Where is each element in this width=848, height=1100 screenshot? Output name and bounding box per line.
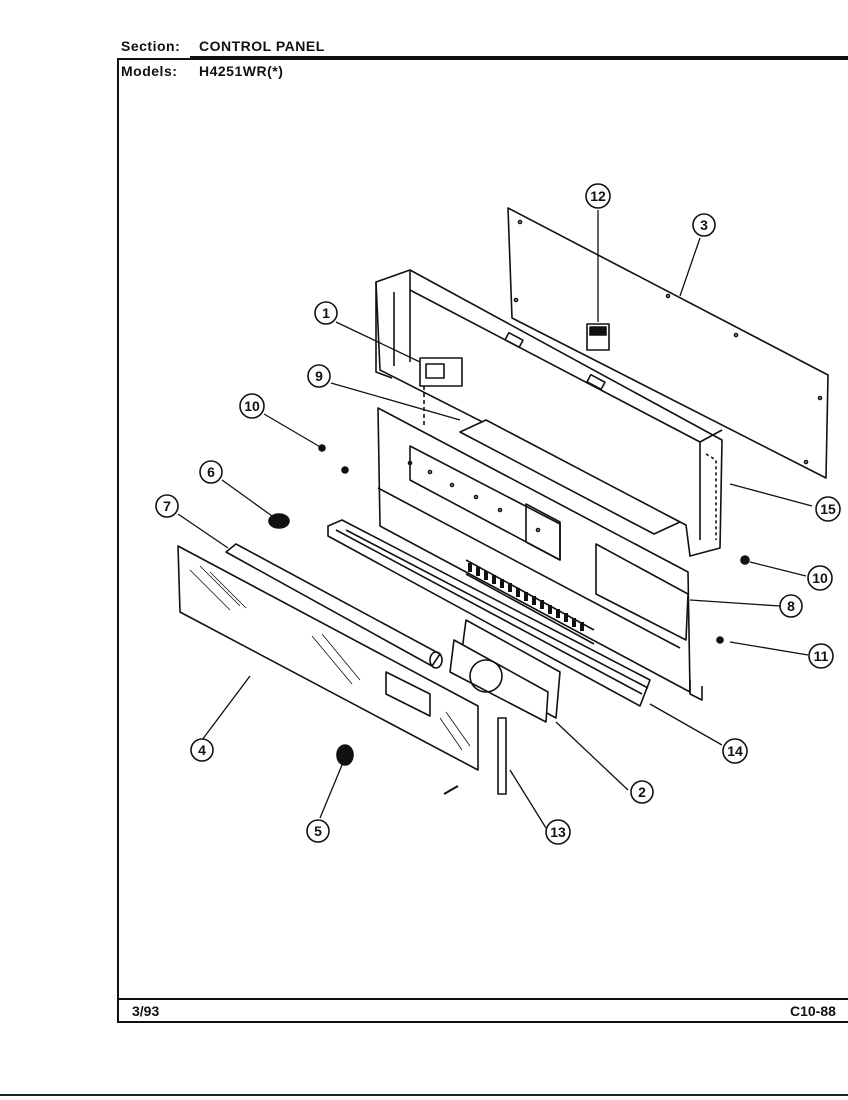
callout-9: 9	[307, 364, 331, 388]
svg-text:2: 2	[638, 784, 646, 800]
svg-text:9: 9	[315, 368, 323, 384]
models-value: H4251WR(*)	[199, 63, 284, 79]
callout-10a: 10	[239, 393, 265, 419]
svg-text:3: 3	[700, 217, 708, 233]
knob-cap	[268, 513, 290, 529]
footer-rule	[117, 998, 848, 1000]
svg-text:10: 10	[244, 398, 260, 414]
svg-text:10: 10	[812, 570, 828, 586]
section-label: Section:	[121, 38, 181, 54]
models-label: Models:	[121, 63, 178, 79]
callout-14: 14	[722, 738, 748, 764]
trim-strip	[327, 519, 651, 707]
callout-4: 4	[190, 738, 214, 762]
models-line: Models: H4251WR(*)	[121, 63, 283, 79]
callout-8: 8	[779, 594, 803, 618]
callout-12: 12	[585, 183, 611, 209]
svg-text:1: 1	[322, 305, 330, 321]
callout-13: 13	[545, 819, 571, 845]
callout-15: 15	[815, 496, 841, 522]
control-housing	[375, 269, 723, 557]
back-cover-panel	[507, 207, 829, 479]
svg-text:15: 15	[820, 501, 836, 517]
section-title: CONTROL PANEL	[199, 38, 325, 54]
svg-text:8: 8	[787, 598, 795, 614]
callout-2: 2	[630, 780, 654, 804]
svg-text:5: 5	[314, 823, 322, 839]
mounting-clip	[459, 419, 681, 535]
control-knob	[336, 744, 354, 766]
svg-text:11: 11	[814, 648, 829, 664]
svg-text:6: 6	[207, 464, 215, 480]
callout-3: 3	[692, 213, 716, 237]
callout-10b: 10	[807, 565, 833, 591]
footer-page-code: C10-88	[790, 1003, 836, 1019]
rod-part	[497, 717, 507, 795]
callout-5: 5	[306, 819, 330, 843]
callout-11: 11	[808, 643, 834, 669]
footer-date: 3/93	[132, 1003, 160, 1019]
callout-6: 6	[199, 460, 223, 484]
svg-text:7: 7	[163, 498, 171, 514]
section-line: Section: CONTROL PANEL	[121, 38, 325, 54]
glass-front-panel	[177, 545, 479, 771]
svg-text:4: 4	[198, 742, 206, 758]
clock-timer	[419, 357, 463, 387]
callout-1: 1	[314, 301, 338, 325]
svg-text:14: 14	[727, 743, 743, 759]
page-bottom-rule	[0, 1094, 848, 1096]
header-rule	[190, 56, 848, 58]
callout-7: 7	[155, 494, 179, 518]
diagram-frame	[117, 58, 848, 1023]
svg-text:13: 13	[550, 824, 566, 840]
svg-text:12: 12	[590, 188, 606, 204]
